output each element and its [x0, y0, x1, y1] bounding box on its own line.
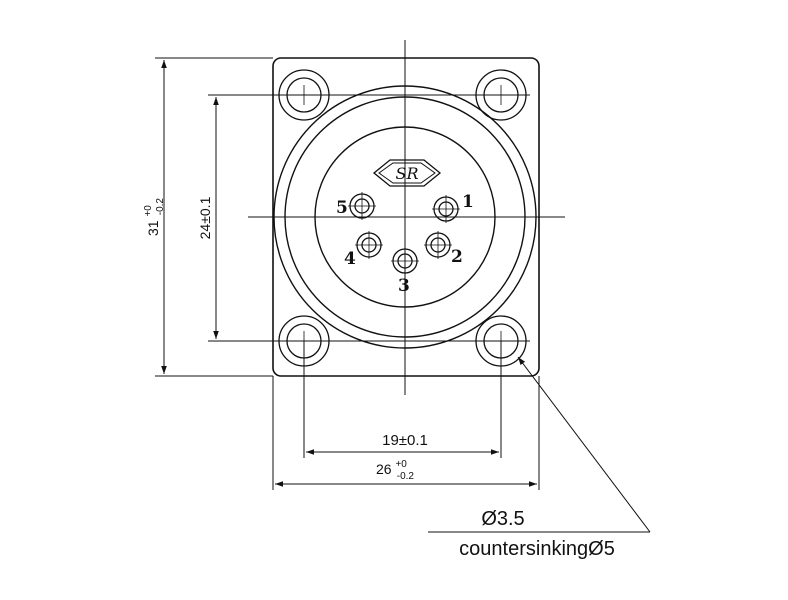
- center-lines: [248, 40, 565, 395]
- width-overall-tol-upper: +0: [395, 459, 407, 470]
- extension-lines: [155, 57, 540, 490]
- pin-5-label: 5: [336, 198, 348, 218]
- hole-diameter-text: Ø3.5: [481, 508, 524, 530]
- pin-5-contact: [348, 192, 376, 220]
- sr-logo: SR: [372, 159, 442, 187]
- middle-ring: [284, 96, 526, 338]
- pin-labels: 5 1 4 2 3: [336, 192, 474, 296]
- connector-body: [273, 85, 537, 349]
- svg-text:31 +0 -0.2: 31 +0 -0.2: [138, 198, 166, 236]
- pin-contacts: [348, 192, 460, 275]
- pin-4-contact: [355, 231, 383, 259]
- height-overall-tol-upper: +0: [143, 205, 154, 217]
- pin-1-contact: [432, 195, 460, 223]
- height-overall-tol-lower: -0.2: [155, 198, 166, 216]
- pin-2-label: 2: [451, 247, 463, 267]
- pin-2-contact: [424, 231, 452, 259]
- pin-1-label: 1: [462, 192, 474, 212]
- pin-3-contact: [391, 247, 419, 275]
- pin-3-label: 3: [398, 276, 410, 296]
- height-overall-base: 31: [145, 220, 161, 236]
- hole-spacing-vertical-label: 24±0.1: [197, 196, 213, 239]
- hole-callout: Ø3.5 countersinkingØ5: [428, 356, 651, 560]
- outer-ring: [273, 85, 537, 349]
- sr-logo-text: SR: [395, 164, 418, 183]
- height-overall-label: 31 +0 -0.2: [138, 198, 166, 236]
- pin-4-label: 4: [344, 249, 356, 269]
- leader-line: [517, 356, 651, 533]
- dimension-lines: [161, 60, 537, 487]
- width-overall-tol-lower: -0.2: [397, 471, 415, 482]
- insert-face: [314, 126, 496, 308]
- width-overall-base: 26: [376, 461, 392, 477]
- countersink-text: countersinkingØ5: [459, 538, 615, 560]
- hole-spacing-horizontal-label: 19±0.1: [382, 432, 428, 449]
- width-overall-label: 26 +0 -0.2: [376, 454, 414, 482]
